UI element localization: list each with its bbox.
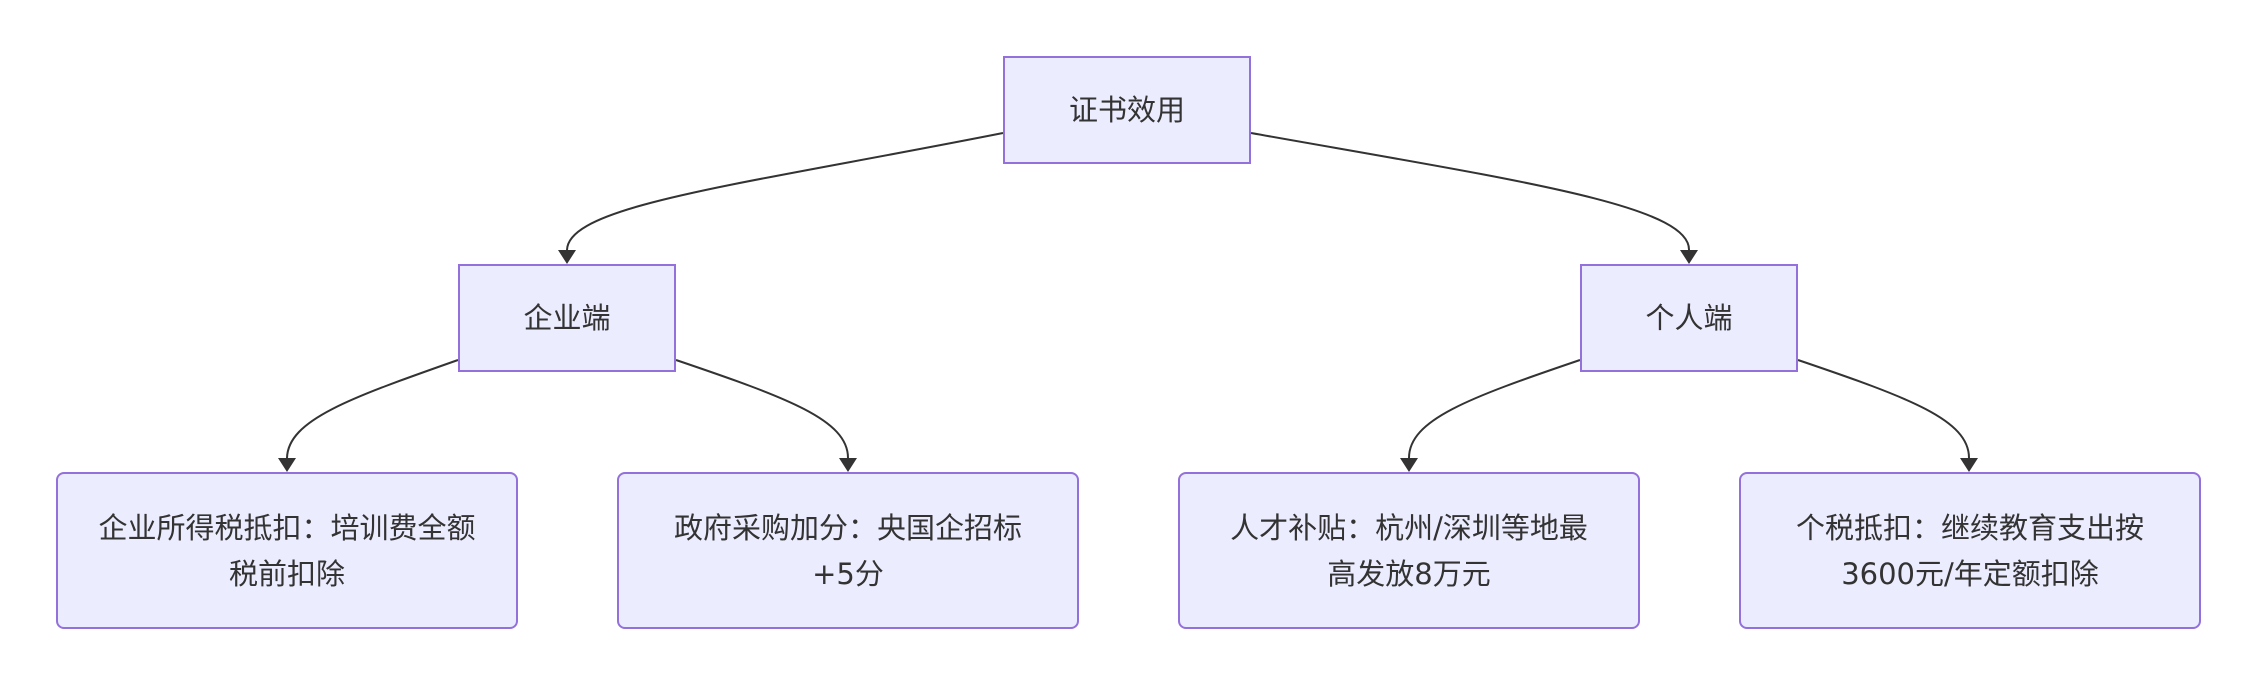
- leaf-node-talent-subsidy: 人才补贴：杭州/深圳等地最高发放8万元: [1178, 472, 1640, 629]
- leaf-node-corporate-tax-label: 企业所得税抵扣：培训费全额税前扣除: [98, 510, 476, 591]
- edge-personal-subsidy-arrowhead: [1400, 458, 1418, 472]
- edge-enterprise-tax: [286, 359, 459, 459]
- leaf-node-procurement-label: 政府采购加分：央国企招标+5分: [673, 510, 1022, 591]
- edge-enterprise-procurement-arrowhead: [839, 458, 857, 472]
- edge-root-personal-arrowhead: [1680, 250, 1698, 264]
- edge-enterprise-procurement: [675, 359, 849, 459]
- branch-node-enterprise-label: 企业端: [523, 301, 611, 335]
- edge-root-enterprise: [566, 132, 1004, 251]
- edge-root-enterprise-arrowhead: [558, 250, 576, 264]
- leaf-node-talent-subsidy-label: 人才补贴：杭州/深圳等地最高发放8万元: [1230, 510, 1588, 591]
- edge-personal-tax: [1797, 359, 1970, 459]
- branch-node-personal-label: 个人端: [1645, 301, 1733, 335]
- edge-enterprise-tax-arrowhead: [278, 458, 296, 472]
- leaf-node-corporate-tax: 企业所得税抵扣：培训费全额税前扣除: [56, 472, 518, 629]
- branch-node-enterprise: 企业端: [458, 264, 676, 372]
- root-node: 证书效用: [1003, 56, 1251, 164]
- branch-node-personal: 个人端: [1580, 264, 1798, 372]
- edge-personal-subsidy: [1408, 359, 1581, 459]
- leaf-node-personal-tax-label: 个税抵扣：继续教育支出按3600元/年定额扣除: [1795, 510, 2144, 591]
- root-node-label: 证书效用: [1068, 93, 1185, 127]
- edge-personal-tax-arrowhead: [1960, 458, 1978, 472]
- edge-root-personal: [1250, 132, 1691, 251]
- leaf-node-procurement: 政府采购加分：央国企招标+5分: [617, 472, 1079, 629]
- leaf-node-personal-tax: 个税抵扣：继续教育支出按3600元/年定额扣除: [1739, 472, 2201, 629]
